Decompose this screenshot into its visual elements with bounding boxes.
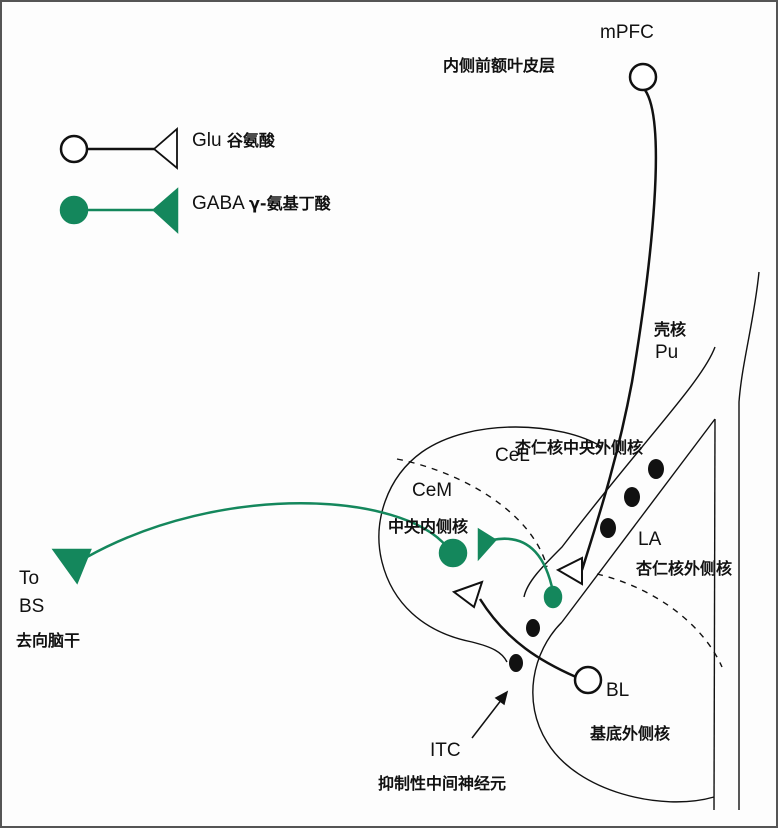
legend-gaba-symbol [59,187,179,234]
la-right-edge [713,418,716,811]
bl-neuron [573,665,603,695]
amygdala-outline [378,426,603,663]
bl-outline [532,621,715,803]
pu-inner-line [523,346,716,598]
legend-gaba-label: GABA γ-氨基丁酸 [192,190,331,215]
cel-label: CeL [495,445,530,466]
bs-name: 去向脑干 [16,631,81,650]
cem-name: 中央内侧核 [388,517,469,536]
legend-gaba-name: γ-氨基丁酸 [249,194,331,213]
cem-cel-border [396,458,548,568]
legend-glu-label: Glu 谷氨酸 [192,127,275,152]
la-name: 杏仁核外侧核 [636,559,733,578]
mpfc-terminal [555,556,583,586]
bl-terminal [451,580,484,609]
mpfc-name: 内侧前额叶皮层 [443,56,556,75]
cel-name: 杏仁核中央外侧核 [515,438,644,457]
la-edge-line [561,418,716,623]
cem-projection [51,502,468,585]
la-label: LA [638,529,662,550]
bs-label: BS [19,596,45,617]
pu-outline-outer [738,271,760,810]
pu-label: Pu [655,342,679,363]
bl-name: 基底外侧核 [590,724,671,743]
itc-neurons [509,459,664,672]
cem-label: CeM [412,480,453,501]
legend-glu-symbol [59,127,178,170]
mpfc-neuron [628,62,658,92]
bl-label: BL [606,680,630,701]
mpfc-projection [555,62,658,586]
cem-terminal [477,527,497,562]
legend-glu-name: 谷氨酸 [226,131,275,150]
mpfc-label: mPFC [600,22,654,43]
brain-outlines [378,271,760,811]
itc-gaba-neuron [543,585,563,609]
legend-gaba-abbr: GABA [192,193,244,214]
legend-glu-abbr: Glu [192,130,222,151]
itc-label: ITC [430,740,461,761]
itc-arrow [471,690,509,739]
cem-neuron [438,538,468,568]
itc-name: 抑制性中间神经元 [378,774,507,793]
la-bl-border [596,573,723,668]
itc-to-cem-projection [477,527,563,609]
bs-terminal [51,548,92,585]
bl-projection [451,580,603,695]
to-label: To [19,568,40,589]
pu-name: 壳核 [654,320,687,339]
